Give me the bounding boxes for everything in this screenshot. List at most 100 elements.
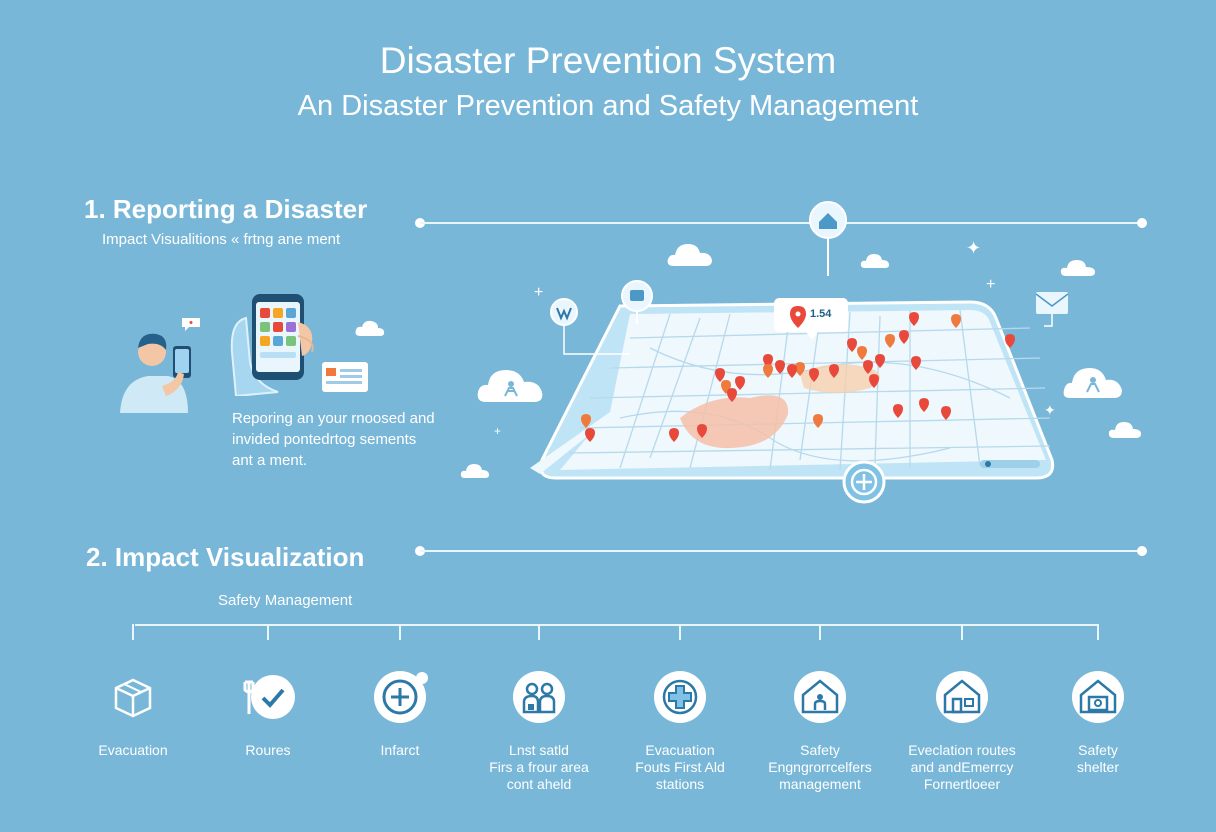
plus-icon[interactable] [371,668,429,726]
section1-subheading: Impact Visualitions « frtng ane ment [102,231,341,248]
item-label-line: and andEmerrcy [910,759,1014,775]
item-label-line: management [779,776,861,792]
cloud-icon-lower-left [460,462,490,480]
map-pin[interactable] [863,360,873,374]
description-line-1: Reporing an your rnoosed and [232,410,435,427]
item-label-line: Fornertloeer [923,776,1001,792]
map-pin[interactable] [919,398,929,412]
map-pin[interactable] [763,364,773,378]
disaster-map-illustration: 1.54 [470,198,1170,510]
map-pin[interactable] [885,334,895,348]
item-label-line: cont aheld [506,776,572,792]
person-phone-illustration [118,318,198,413]
section1-line-end [1137,218,1147,228]
item-label-line: shelter [1076,759,1120,775]
cloud-icon-lower-right [1108,420,1142,440]
item-connector-tick [819,624,821,640]
item-label-line: Evacuation [645,742,715,758]
items-connector [135,624,1099,626]
item-connector-tick [961,624,963,640]
shelter-icon[interactable] [1069,668,1127,726]
map-pin[interactable] [909,312,919,326]
section2-line-end [1137,546,1147,556]
item-label-line: Engngrorrcelfers [768,759,872,775]
item-label: Evacuation [63,742,203,759]
section2-divider [420,550,1142,552]
map-pins [581,312,1015,442]
map-pin[interactable] [875,354,885,368]
map-pin[interactable] [787,364,797,378]
item-label-line: Safety [800,742,840,758]
item-connector-tick [399,624,401,640]
route-check-icon[interactable] [239,668,297,726]
map-pin[interactable] [697,424,707,438]
sparkle-icon: ✦ [966,238,982,258]
cloud-person-icon-right [1062,360,1124,400]
map-pin[interactable] [1005,334,1015,348]
cloud-icon-top [666,240,714,268]
page-title: Disaster Prevention System [379,40,837,81]
map-callout-value: 1.54 [810,308,832,320]
item-label-line: Infarct [380,742,420,758]
section2-heading: 2. Impact Visualization [86,542,365,572]
section2-subheading: Safety Management [218,592,353,609]
map-pin[interactable] [669,428,679,442]
section1-heading: 1. Reporting a Disaster [84,194,368,224]
map-pin[interactable] [893,404,903,418]
sparkle-icon: ✦ [1044,402,1056,418]
first-aid-icon[interactable] [651,668,709,726]
item-connector-tick [538,624,540,640]
map-pin[interactable] [911,356,921,370]
map-pin[interactable] [847,338,857,352]
map-pin[interactable] [727,388,737,402]
item-label: Roures [198,742,338,759]
people-icon[interactable] [510,668,568,726]
section1-description: Reporing an your rnoosed and invided pon… [232,408,435,471]
item-label-line: Firs a frour area [489,759,589,775]
phone-hand-illustration [228,292,318,398]
map-pin[interactable] [795,362,805,376]
item-connector-tick [132,624,134,640]
map-pin[interactable] [857,346,867,360]
map-pin[interactable] [735,376,745,390]
map-pin[interactable] [715,368,725,382]
cloud-icon-right [1060,258,1096,278]
map-pin[interactable] [829,364,839,378]
map-pin[interactable] [951,314,961,328]
chat-bubble-icon [180,316,202,332]
item-connector-tick [679,624,681,640]
map-pin[interactable] [581,414,591,428]
item-label-line: stations [655,776,705,792]
item-label-line: Eveclаtion routes [908,742,1016,758]
map-pin[interactable] [941,406,951,420]
item-label-line: Safety [1078,742,1118,758]
sparkle-icon: + [534,284,544,301]
sparkle-icon: + [986,276,996,293]
item-label-line: Fouts First Ald [635,759,725,775]
report-card-icon [322,362,368,392]
house-person-icon[interactable] [791,668,849,726]
item-label-line: Lnst satld [509,742,569,758]
map-pin[interactable] [869,374,879,388]
house-icon[interactable] [933,668,991,726]
cloud-person-icon [476,360,546,404]
sparkle-icon: + [494,424,502,438]
cloud-icon [354,318,386,338]
section1-divider [420,222,1142,224]
item-label-line: Evacuation [98,742,168,758]
item-connector-tick [1097,624,1099,640]
map-pin[interactable] [813,414,823,428]
item-label: Infarct [330,742,470,759]
page-subtitle: An Disaster Prevention and Safety Manage… [297,90,919,122]
map-pin[interactable] [899,330,909,344]
item-label-line: Roures [245,742,291,758]
map-pin[interactable] [809,368,819,382]
box-icon[interactable] [104,668,162,726]
map-pin[interactable] [775,360,785,374]
map-pin[interactable] [585,428,595,442]
